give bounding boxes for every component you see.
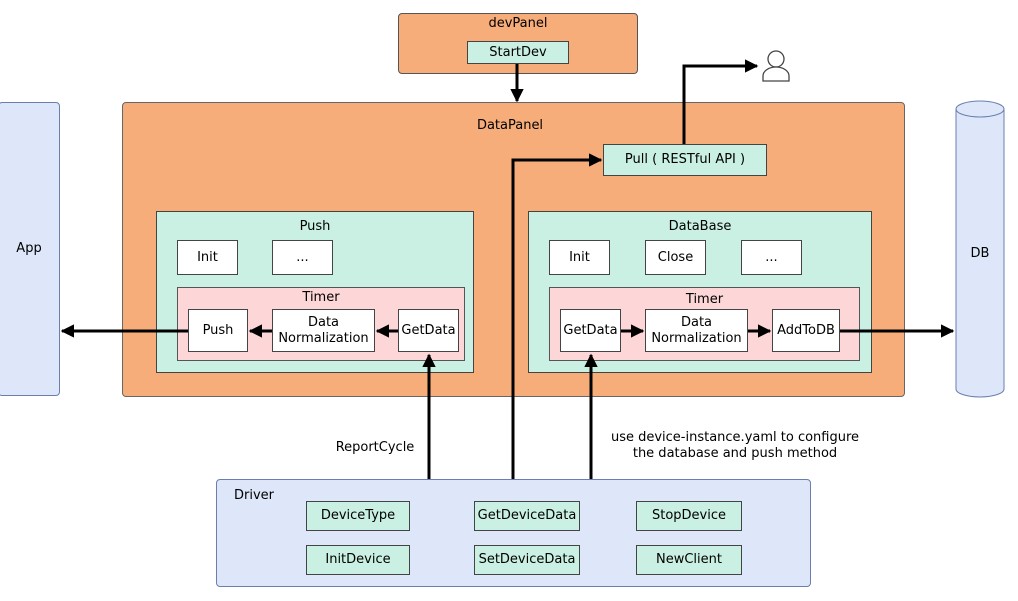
- database-ellipsis-box: ...: [741, 240, 802, 275]
- database-addtodb-box: AddToDB: [772, 309, 840, 352]
- push-ellipsis-box: ...: [272, 240, 333, 275]
- driver-title: Driver: [234, 488, 275, 503]
- report-cycle-label: ReportCycle: [335, 440, 415, 455]
- config-note-label: use device-instance.yaml to configure th…: [610, 430, 860, 462]
- app-box: App: [0, 102, 60, 396]
- push-normalization-box: Data Normalization: [272, 309, 375, 352]
- db-cylinder: [955, 100, 1005, 398]
- database-normalization-box: Data Normalization: [645, 309, 748, 352]
- driver-item-device-type: DeviceType: [306, 501, 410, 531]
- database-module-title: DataBase: [668, 219, 732, 234]
- push-module-title: Push: [299, 219, 331, 234]
- push-timer-title: Timer: [302, 290, 340, 305]
- database-timer-title: Timer: [685, 292, 724, 307]
- push-getdata-box: GetData: [398, 309, 459, 352]
- datapanel-title: DataPanel: [476, 118, 544, 133]
- push-push-box: Push: [188, 309, 248, 352]
- driver-item-get-device-data: GetDeviceData: [474, 501, 580, 531]
- startdev-box: StartDev: [467, 41, 569, 64]
- driver-item-init-device: InitDevice: [306, 545, 410, 575]
- db-label: DB: [970, 246, 990, 261]
- push-init-box: Init: [177, 240, 238, 275]
- pull-box: Pull ( RESTful API ): [603, 144, 767, 176]
- database-close-box: Close: [645, 240, 706, 275]
- driver-item-stop-device: StopDevice: [636, 501, 742, 531]
- driver-item-set-device-data: SetDeviceData: [474, 545, 580, 575]
- database-init-box: Init: [549, 240, 610, 275]
- driver-item-new-client: NewClient: [636, 545, 742, 575]
- user-icon: [762, 50, 790, 82]
- devpanel-title: devPanel: [488, 16, 548, 31]
- database-getdata-box: GetData: [560, 309, 621, 352]
